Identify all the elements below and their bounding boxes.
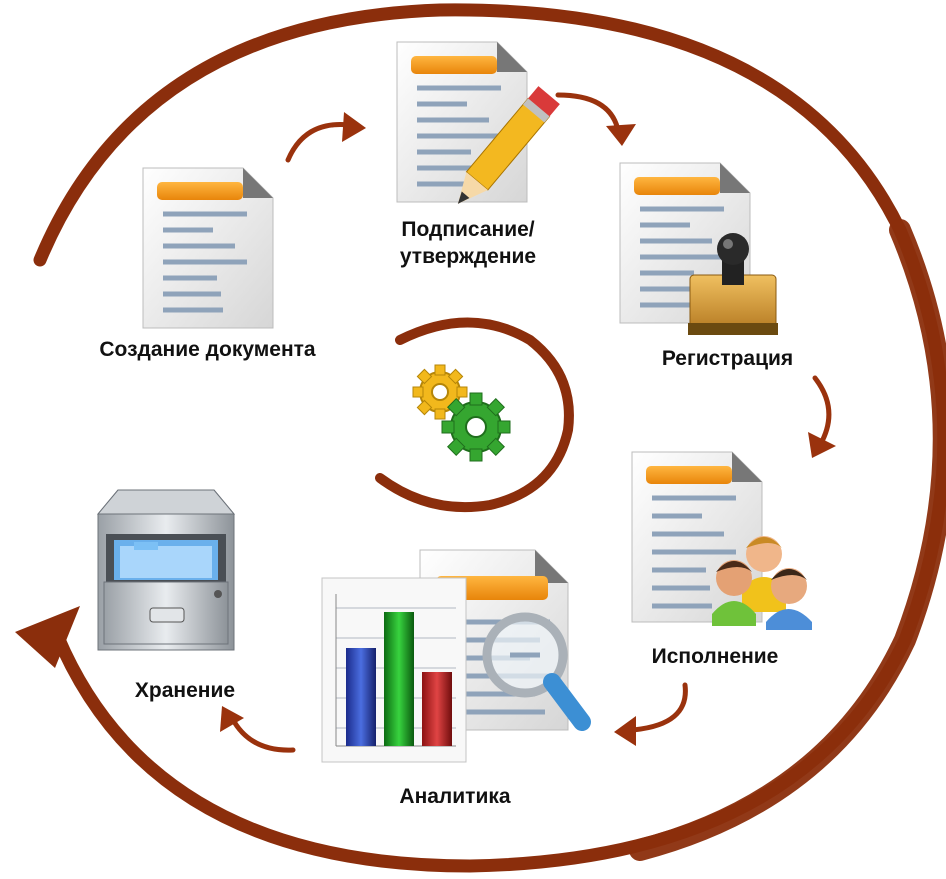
step-label-sign: Подписание/ утверждение [378, 216, 558, 270]
step-label-execute-text: Исполнение [651, 645, 779, 668]
gears-icon [412, 364, 511, 462]
step-label-execute: Исполнение [630, 643, 800, 670]
document-stamp-icon [619, 162, 778, 335]
document-people-icon [631, 451, 812, 630]
step-label-create-text: Создание документа [99, 338, 316, 361]
chart-document-magnifier-icon [321, 549, 591, 763]
step-label-analytics: Аналитика [375, 783, 535, 810]
chart-bar-blue [346, 648, 376, 746]
file-cabinet-icon [96, 489, 236, 651]
step-label-analytics-text: Аналитика [399, 785, 511, 808]
chart-bar-green [384, 612, 414, 746]
center-arc [375, 317, 574, 513]
document-pencil-icon [396, 41, 560, 204]
step-label-sign-line2: утверждение [399, 245, 537, 268]
step-label-create: Создание документа [70, 336, 345, 363]
chart-bar-red [422, 672, 452, 746]
step-label-storage: Хранение [110, 677, 260, 704]
step-label-sign-line1: Подписание/ [401, 218, 535, 241]
step-label-storage-text: Хранение [134, 679, 236, 702]
step-label-register-text: Регистрация [661, 347, 794, 370]
step-arrows [229, 92, 832, 753]
document-icon [142, 167, 274, 329]
cycle-arrowhead [15, 606, 80, 668]
step-label-register: Регистрация [640, 345, 815, 372]
cycle-ring [15, 3, 946, 873]
step-arrowheads [220, 112, 836, 746]
